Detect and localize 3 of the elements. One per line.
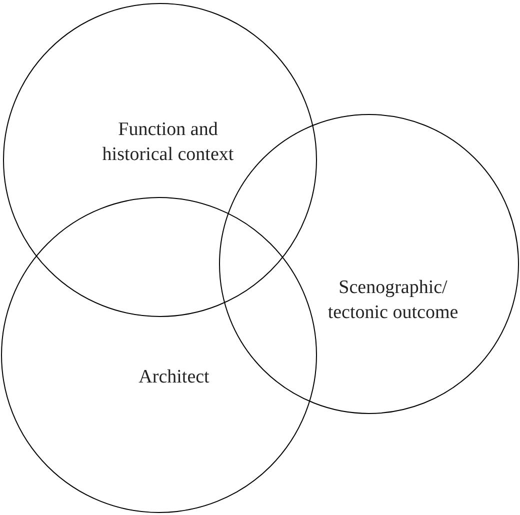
circle-label: Scenographic/ tectonic outcome	[326, 276, 460, 325]
circle-label: Architect	[138, 366, 210, 390]
circle-label: Function and historical context	[101, 118, 235, 167]
